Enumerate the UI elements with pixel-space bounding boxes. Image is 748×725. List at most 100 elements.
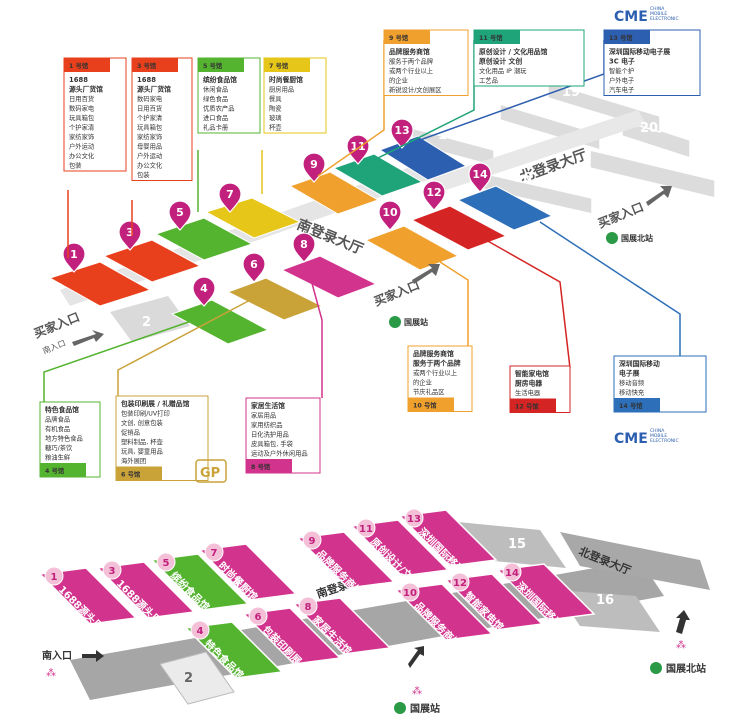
- hall-pin-14[interactable]: 14: [468, 162, 492, 193]
- info-box-line: 日用百货: [137, 104, 162, 113]
- info-box-tag: 1 号馆: [69, 61, 89, 70]
- info-box-line: 数码家电: [137, 94, 163, 103]
- top-map: 北登录大厅 南登录大厅 2 15 16 17 18 19 20: [32, 6, 716, 483]
- connector-h12: [485, 239, 571, 369]
- hall-12-block[interactable]: [410, 205, 508, 251]
- info-box-line: 1688: [69, 76, 88, 84]
- info-box-tag: 10 号馆: [413, 401, 437, 410]
- bottom-hall-badge: [190, 620, 210, 640]
- hall-20-number: 20: [640, 121, 658, 136]
- hall-pin-11[interactable]: 11: [346, 134, 370, 165]
- info-box-line: 粮油生鲜: [45, 453, 71, 462]
- hall-2-block[interactable]: [110, 296, 190, 342]
- info-box-line: 或两个行业以上: [413, 368, 457, 377]
- info-box-line: 服务于两个品牌: [389, 57, 434, 66]
- bottom-south-entrance[interactable]: 南入口 ⁂: [42, 649, 104, 679]
- bottom-main-station[interactable]: ⁂ 国展站: [394, 646, 440, 715]
- bottom-north-station[interactable]: ⁂ 国展北站: [650, 610, 706, 675]
- arrow-icon: [408, 646, 424, 668]
- hall-pin-number: 8: [300, 238, 308, 251]
- hall-3-block[interactable]: [102, 239, 202, 283]
- info-box-line: 家纺家饰: [69, 132, 94, 141]
- pin-icon: [422, 180, 446, 211]
- hall-18-number: 18: [602, 137, 620, 152]
- hall-pin-5[interactable]: 5: [168, 200, 192, 231]
- bottom-hall-block: [496, 563, 596, 621]
- info-box-tag: 5 号馆: [203, 61, 223, 70]
- info-box-frame: [63, 57, 127, 172]
- bottom-north-station-label: 国展北站: [666, 662, 706, 675]
- hall-10-block[interactable]: [364, 225, 460, 271]
- hall-14-block[interactable]: [456, 185, 554, 231]
- hall-pin-7[interactable]: 7: [218, 182, 242, 213]
- hall-pin-13[interactable]: 13: [390, 118, 414, 149]
- hall-pin-8[interactable]: 8: [292, 232, 316, 263]
- bottom-hall-block: [150, 553, 250, 611]
- hall-pin-6[interactable]: 6: [242, 252, 266, 283]
- bottom-hall-number: 9: [309, 536, 316, 547]
- info-box-tag-bg: [64, 58, 110, 72]
- info-box-tag: 7 号馆: [269, 61, 289, 70]
- info-box-line: 智能个护: [609, 66, 634, 75]
- info-box-line: 户外运动: [137, 151, 162, 160]
- pin-icon: [378, 200, 402, 231]
- pin-icon: [218, 182, 242, 213]
- bottom-hall-block: [38, 567, 138, 625]
- bottom-hall-block: [296, 531, 396, 589]
- hall-6-block[interactable]: [226, 277, 324, 321]
- bottom-hall-badge: [298, 596, 318, 616]
- connector-h10: [439, 261, 469, 348]
- north-entrance[interactable]: 买家入口 国展北站: [596, 186, 672, 244]
- main-entrance[interactable]: 买家入口 国展站: [372, 264, 440, 328]
- metro-icon: [606, 232, 618, 244]
- info-box-tag-bg: [132, 58, 178, 72]
- info-box-line: 缤纷食品馆: [203, 75, 237, 84]
- metro-icon: [394, 702, 406, 714]
- bottom-hall-16-block[interactable]: [556, 590, 660, 632]
- bottom-hall-badge: [248, 606, 268, 626]
- bottom-hall-number: 12: [453, 578, 467, 589]
- info-box-line: 源头厂货馆: [69, 85, 103, 94]
- bottom-hall-badge: [156, 552, 176, 572]
- hall-19-number: 19: [562, 85, 580, 100]
- bottom-hall-badge: [102, 560, 122, 580]
- bottom-hall-number: 7: [211, 548, 218, 559]
- south-entrance[interactable]: 买家入口 南入口: [32, 309, 104, 356]
- hall-pin-10[interactable]: 10: [378, 200, 402, 231]
- hall-pin-12[interactable]: 12: [422, 180, 446, 211]
- hall-8-block[interactable]: [280, 255, 378, 299]
- info-box-line: 包装: [69, 161, 82, 170]
- hall-pin-number: 9: [310, 158, 318, 171]
- info-box-line: 节庆礼品区: [413, 387, 444, 396]
- main-station-label: 国展站: [404, 317, 428, 327]
- bottom-hall-block: [198, 543, 298, 601]
- bottom-halls: 11688源头厂货馆31688源头厂货馆5缤纷食品馆7时尚餐厨馆9品牌服务商馆1…: [38, 508, 596, 698]
- bottom-hall-number: 8: [305, 602, 312, 613]
- bottom-hall-2-block[interactable]: [159, 651, 235, 705]
- info-box-line: 的企业: [413, 378, 432, 387]
- pin-icon: [192, 276, 216, 307]
- hall-pin-4[interactable]: 4: [192, 276, 216, 307]
- info-box-line: 母婴用品: [137, 143, 162, 151]
- metro-icon: [650, 662, 662, 674]
- hall-1-block[interactable]: [48, 261, 152, 307]
- bottom-hall-block: [350, 519, 450, 577]
- cme-logo-sub-3: ELECTRONIC: [650, 16, 679, 22]
- hall-pin-3[interactable]: 3: [118, 220, 142, 251]
- info-box-line: 原创设计 文创: [479, 57, 522, 66]
- info-box-tag-bg: [614, 398, 660, 412]
- info-box-tag-bg: [604, 30, 650, 44]
- info-box-tag-bg: [264, 58, 310, 72]
- hall-4-block[interactable]: [170, 299, 270, 345]
- hall-18-block[interactable]: [589, 149, 716, 199]
